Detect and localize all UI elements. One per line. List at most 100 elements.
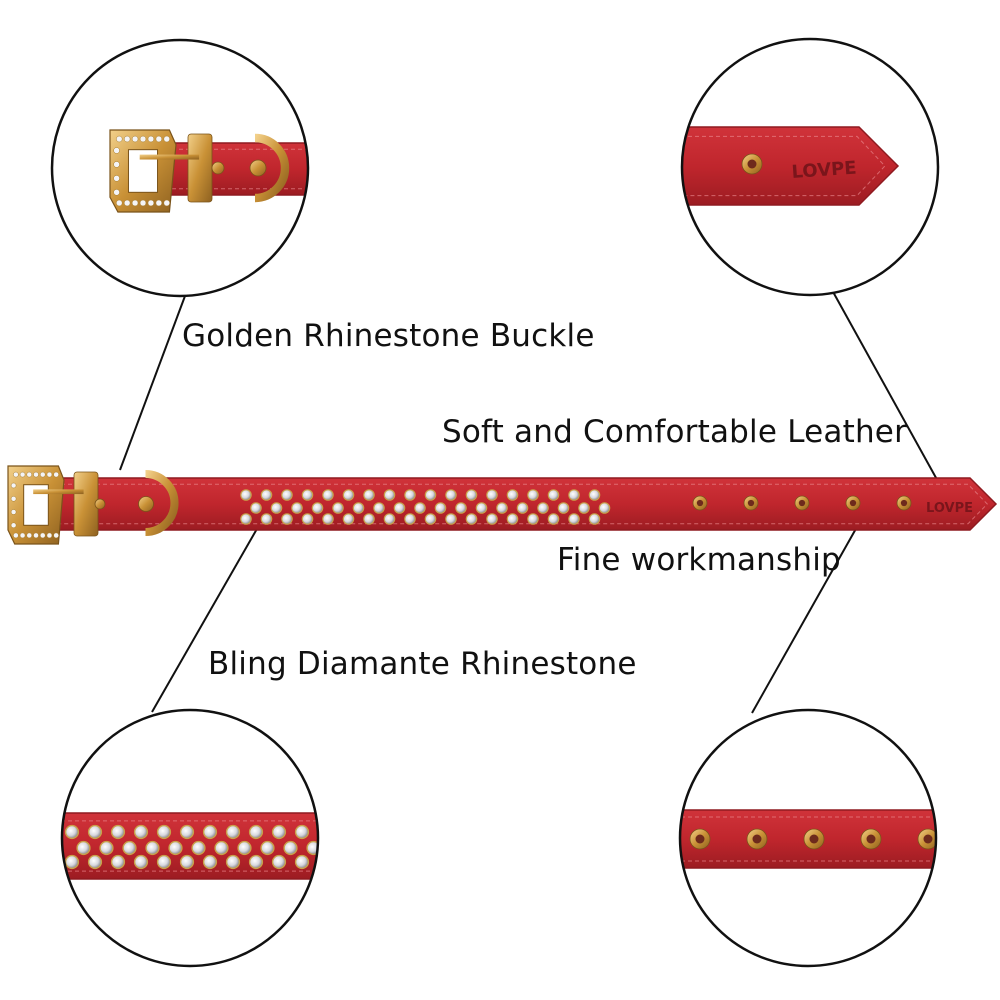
rhinestone-icon — [363, 513, 375, 525]
rhinestone-icon — [202, 854, 218, 870]
rhinestone-icon — [301, 513, 314, 525]
rhinestone-icon — [527, 489, 539, 501]
rhinestone-icon — [383, 513, 396, 525]
rhinestone-icon — [568, 513, 580, 525]
rhinestone-icon — [76, 840, 91, 856]
buckle-icon — [7, 465, 84, 545]
rhinestone-icon — [414, 502, 426, 514]
rhinestone-icon — [311, 502, 324, 514]
rhinestone-icon — [291, 502, 303, 514]
rhinestone-icon — [568, 489, 580, 501]
rhinestone-icon — [248, 854, 264, 870]
rhinestone-icon — [465, 513, 478, 525]
callout-line-bling — [151, 519, 263, 713]
rhinestone-icon — [547, 489, 560, 501]
rhinestone-icon — [588, 489, 601, 501]
rhinestone-icon — [87, 824, 103, 840]
rhinestone-icon — [486, 513, 498, 525]
rhinestone-icon — [202, 824, 218, 840]
rhinestone-icon — [496, 502, 508, 514]
rhinestone-icon — [363, 489, 375, 501]
zoom-buckle — [50, 38, 310, 298]
rhinestone-icon — [133, 854, 149, 870]
rhinestone-icon — [260, 513, 273, 525]
rhinestone-icon — [445, 513, 457, 525]
rhinestone-icon — [547, 513, 560, 525]
rhinestone-icon — [486, 489, 498, 501]
rhinestone-icon — [225, 824, 241, 840]
rivet-icon — [94, 498, 106, 510]
rhinestone-icon — [373, 502, 385, 514]
label-soft-leather: Soft and Comfortable Leather — [442, 414, 908, 450]
rhinestone-icon — [145, 840, 160, 856]
rhinestone-icon — [404, 489, 416, 501]
rhinestone-icon — [465, 489, 478, 501]
zoom-rhinestones — [60, 708, 320, 968]
rhinestone-icon — [588, 513, 601, 525]
rhinestone-icon — [122, 840, 137, 856]
callout-line-workmanship — [751, 517, 863, 714]
rhinestone-icon — [110, 824, 126, 840]
rhinestone-icon — [317, 854, 318, 870]
rhinestone-icon — [87, 854, 103, 870]
callout-lines — [119, 289, 941, 714]
label-fine-workmanship: Fine workmanship — [557, 542, 841, 578]
brand-mark: LOVPE — [926, 501, 973, 516]
rhinestone-icon — [179, 824, 195, 840]
rhinestone-icon — [271, 854, 287, 870]
collar-strap: LOVPE — [7, 465, 998, 545]
rhinestone-icon — [424, 513, 437, 525]
rhinestone-icon — [64, 824, 80, 840]
rhinestone-icon — [281, 513, 293, 525]
rhinestone-icon — [445, 489, 457, 501]
rhinestone-icon — [342, 513, 355, 525]
rhinestone-icon — [214, 840, 229, 856]
label-golden-rhinestone-buckle: Golden Rhinestone Buckle — [182, 318, 595, 354]
rhinestone-icon — [168, 840, 183, 856]
rhinestone-icon — [506, 489, 519, 501]
rhinestone-icon — [260, 840, 275, 856]
callout-line-leather — [831, 289, 941, 486]
rhinestone-icon — [434, 502, 447, 514]
rhinestone-icon — [283, 840, 298, 856]
rhinestone-icon — [270, 502, 283, 514]
rhinestone-icon — [475, 502, 488, 514]
rhinestone-icon — [598, 502, 611, 514]
rhinestone-icon — [64, 854, 80, 870]
rhinestone-icon — [156, 854, 172, 870]
rhinestone-icon — [225, 854, 241, 870]
rhinestone-icon — [191, 840, 206, 856]
rhinestone-icon — [317, 824, 318, 840]
rivet-icon — [211, 161, 225, 175]
callout-line-buckle — [119, 295, 186, 471]
rhinestone-icon — [332, 502, 344, 514]
buckle-icon — [109, 129, 200, 213]
rhinestone-icon — [506, 513, 519, 525]
zoom-eyelets — [678, 708, 938, 968]
rhinestone-icon — [383, 489, 396, 501]
rhinestone-icon — [322, 513, 334, 525]
label-bling-rhinestone: Bling Diamante Rhinestone — [208, 646, 637, 682]
brand-mark: LOVPE — [791, 157, 857, 182]
rhinestone-icon — [133, 824, 149, 840]
rhinestone-icon — [424, 489, 437, 501]
rhinestone-icon — [294, 854, 310, 870]
rhinestone-icon — [527, 513, 539, 525]
rhinestone-icon — [404, 513, 416, 525]
rhinestone-icon — [240, 513, 252, 525]
rhinestone-icon — [250, 502, 262, 514]
rhinestone-icon — [557, 502, 570, 514]
rhinestone-icon — [260, 489, 273, 501]
rhinestone-icon — [110, 854, 126, 870]
rhinestone-icon — [99, 840, 114, 856]
zoom-leather-tip: LOVPE — [680, 37, 940, 297]
rhinestone-icon — [537, 502, 549, 514]
rhinestone-icon — [237, 840, 252, 856]
rhinestone-icon — [248, 824, 264, 840]
rhinestone-icon — [342, 489, 355, 501]
rhinestone-icon — [156, 824, 172, 840]
rhinestone-icon — [294, 824, 310, 840]
rhinestone-icon — [455, 502, 467, 514]
rhinestone-icon — [352, 502, 365, 514]
